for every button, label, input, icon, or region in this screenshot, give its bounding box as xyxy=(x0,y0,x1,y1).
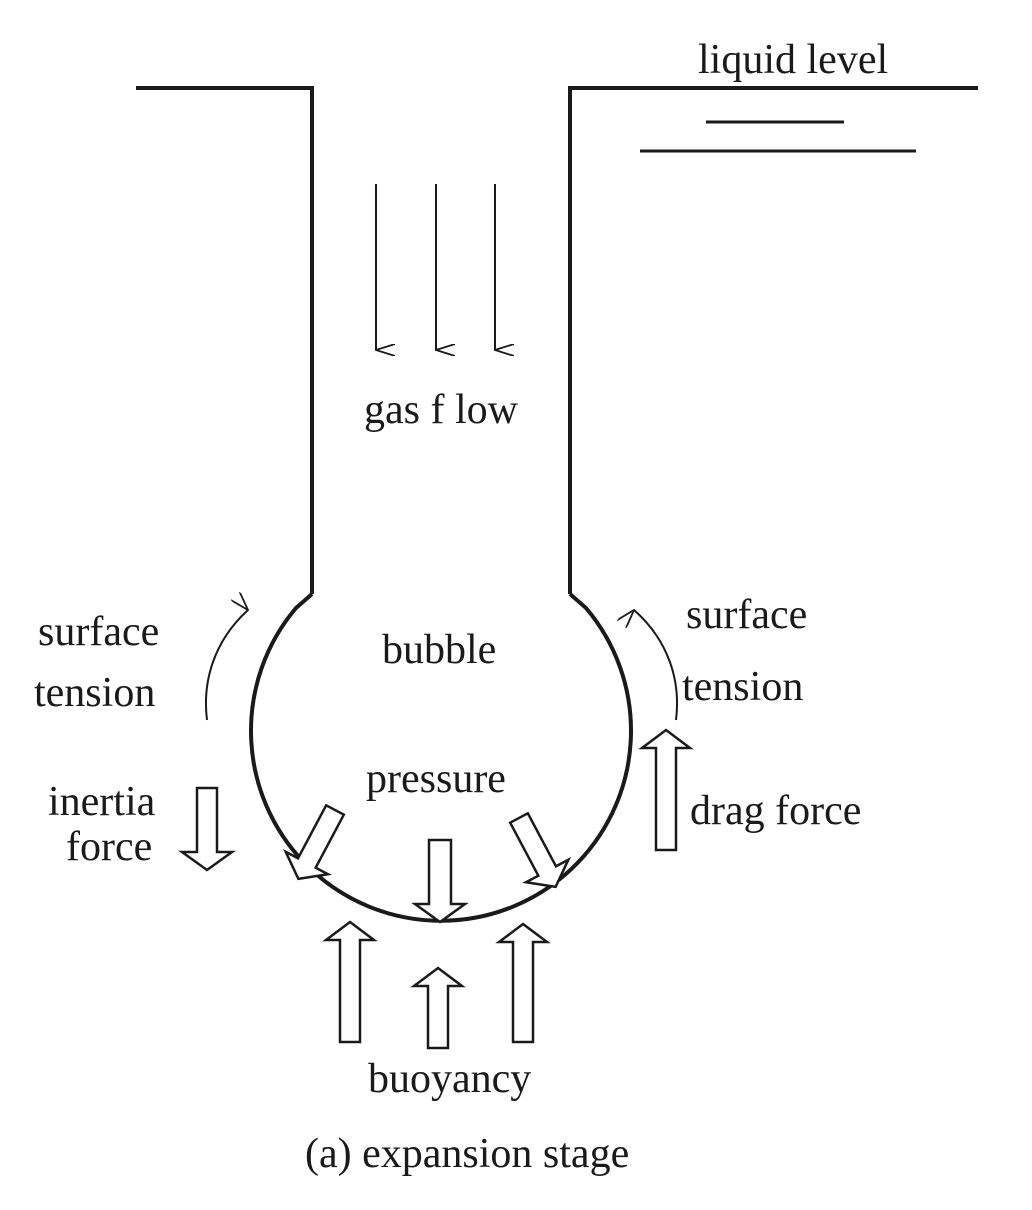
liquid-level-label: liquid level xyxy=(698,37,888,83)
surface-tension-right-label-line1: surface xyxy=(686,592,807,638)
pressure-label: pressure xyxy=(366,756,506,802)
pressure-arrow-center xyxy=(411,838,469,924)
inertia-force-label-line2: force xyxy=(66,824,152,870)
caption: (a) expansion stage xyxy=(305,1131,629,1177)
buoyancy-arrow-right xyxy=(495,922,551,1044)
surface-tension-left-label-line1: surface xyxy=(38,609,159,655)
bubble-label: bubble xyxy=(382,627,496,673)
surface-tension-arrows xyxy=(205,610,678,721)
surface-tension-left-label-line2: tension xyxy=(34,670,155,716)
inertia-force-label-line1: inertia xyxy=(48,779,156,825)
surface-tension-right-arrow xyxy=(634,610,678,721)
force-arrows xyxy=(178,728,694,1050)
liquid-level-marks xyxy=(640,120,916,153)
inertia-force-arrow xyxy=(178,786,236,872)
buoyancy-label: buoyancy xyxy=(368,1056,531,1102)
labels: liquid level gas f low bubble pressure s… xyxy=(34,37,888,1177)
gas-flow-arrows xyxy=(375,184,495,350)
surface-tension-right-label-line2: tension xyxy=(682,664,803,710)
pressure-arrow-right xyxy=(508,811,572,889)
gas-flow-label: gas f low xyxy=(364,387,519,433)
drag-force-label: drag force xyxy=(690,788,861,834)
drag-force-arrow xyxy=(638,728,694,852)
surface-tension-left-arrow xyxy=(205,610,248,721)
right-wall xyxy=(568,86,978,594)
pressure-arrow-left xyxy=(282,803,346,881)
left-wall xyxy=(136,86,314,594)
buoyancy-arrow-left xyxy=(322,920,378,1044)
buoyancy-arrow-center xyxy=(410,966,466,1050)
